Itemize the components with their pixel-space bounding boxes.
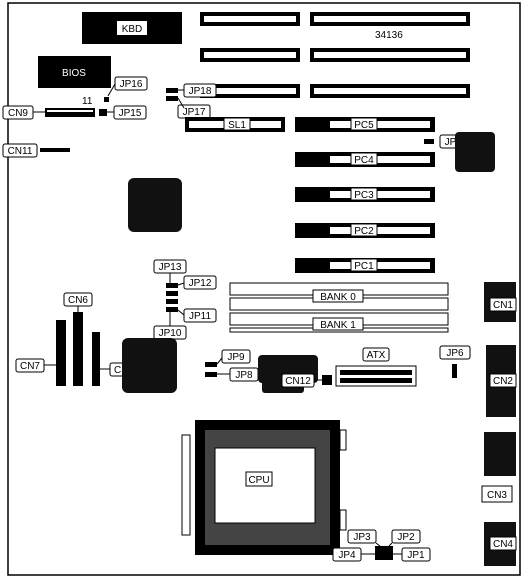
bank-0: BANK 0 [229,282,449,311]
svg-text:CN12: CN12 [285,376,311,387]
pc1-slot: PC1 [295,258,435,273]
svg-text:CN7: CN7 [20,361,40,372]
svg-text:JP2: JP2 [397,532,415,543]
svg-text:CN4: CN4 [493,539,513,550]
jp11-label: JP11 [183,308,217,323]
svg-text:BIOS: BIOS [62,68,86,79]
svg-text:JP9: JP9 [227,352,245,363]
svg-text:PC4: PC4 [354,155,374,166]
chip-top-right [455,132,495,172]
jp15-label: JP15 [113,105,147,120]
svg-text:PC3: PC3 [354,190,374,201]
svg-text:JP11: JP11 [189,311,211,322]
svg-text:JP13: JP13 [159,262,182,273]
svg-text:KBD: KBD [122,24,143,35]
svg-text:JP4: JP4 [338,550,356,561]
svg-text:CPU: CPU [248,475,269,486]
ide-header-3 [92,332,100,386]
cn11-label: CN11 [2,143,38,158]
svg-text:JP18: JP18 [189,86,212,97]
svg-text:PC1: PC1 [354,261,374,272]
jp6-label: JP6 [439,345,471,360]
svg-text:ATX: ATX [367,350,386,361]
jp9-label: JP9 [221,349,251,364]
cn1-connector: CN1 [484,282,517,322]
svg-text:PC5: PC5 [354,120,374,131]
svg-text:BANK 0: BANK 0 [320,292,356,303]
bios-pin-label: 11 [82,96,93,107]
cn4-connector: CN4 [484,522,517,566]
cn7-label: CN7 [15,358,45,373]
jp2-label: JP2 [391,529,421,544]
jp18-label: JP18 [183,83,217,98]
pc3-slot: PC3 [295,187,435,202]
svg-text:CN6: CN6 [68,295,88,306]
jp16-label: JP16 [114,76,148,91]
jp13-label: JP13 [153,259,187,274]
cn3-connector: CN3 [481,485,513,503]
jp12-label: JP12 [183,275,217,290]
svg-text:CN1: CN1 [493,300,513,311]
kbd-chip: KBD [82,12,182,44]
svg-text:CN2: CN2 [493,376,513,387]
svg-text:BANK 1: BANK 1 [320,320,356,331]
ide-header-1 [56,320,66,386]
jp10-label: JP10 [153,325,187,340]
svg-text:CN11: CN11 [8,146,33,157]
jp4-label: JP4 [332,547,362,562]
svg-text:SL1: SL1 [228,120,246,131]
svg-text:JP6: JP6 [446,348,464,359]
top-slots [200,12,470,98]
jp8-label: JP8 [229,367,259,382]
board-code: 34136 [375,30,403,41]
svg-text:CN3: CN3 [487,490,507,501]
svg-text:JP17: JP17 [183,107,206,118]
svg-text:CN9: CN9 [8,108,28,119]
chip-left [128,178,182,232]
connector-right-mid [484,432,516,476]
pc5-slot: PC5 [295,117,435,132]
jp-cluster [375,546,393,560]
svg-text:JP10: JP10 [159,328,182,339]
svg-text:JP8: JP8 [235,370,253,381]
jp1-label: JP1 [401,547,431,562]
cn6-label: CN6 [63,292,93,307]
bios-chip: BIOS [38,56,111,88]
pc4-slot: PC4 [295,152,435,167]
ide-header-2 [73,312,83,386]
cn12-label: CN12 [281,373,315,388]
pc2-slot: PC2 [295,223,435,238]
svg-text:JP3: JP3 [353,532,371,543]
svg-text:JP12: JP12 [189,278,212,289]
svg-text:JP15: JP15 [119,108,142,119]
chip-io [122,338,177,393]
svg-text:PC2: PC2 [354,226,374,237]
svg-text:JP1: JP1 [407,550,425,561]
cn9-label: CN9 [2,105,34,120]
cpu-socket: CPU [181,420,347,555]
cn9-header [45,108,95,117]
svg-text:JP16: JP16 [120,79,143,90]
cn2-connector: CN2 [486,345,517,417]
sl1-slot: SL1 [185,117,285,132]
jp3-label: JP3 [347,529,377,544]
atx-connector: ATX [335,347,417,387]
bank-1: BANK 1 [229,312,449,333]
